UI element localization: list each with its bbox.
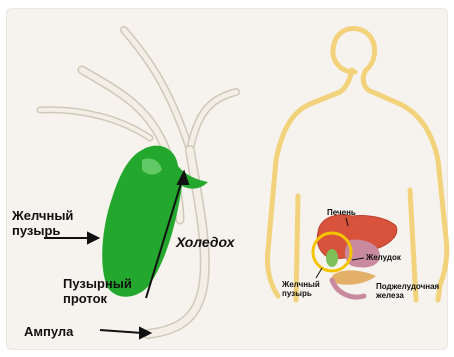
- gallbladder-label: Желчный пузырь: [12, 208, 73, 238]
- inset-gallbladder-label: Желчный пузырь: [282, 280, 320, 298]
- pancreas-shape: [332, 270, 376, 284]
- cystic-duct-label: Пузырный проток: [63, 276, 132, 306]
- inset-gallbladder-shape: [326, 249, 338, 267]
- choledochus-label: Холедох: [176, 234, 234, 250]
- stomach-label: Желудок: [366, 253, 401, 262]
- ampulla-label: Ампула: [24, 324, 73, 339]
- liver-label: Печень: [327, 208, 356, 217]
- pancreas-label: Поджелудочная железа: [376, 282, 439, 300]
